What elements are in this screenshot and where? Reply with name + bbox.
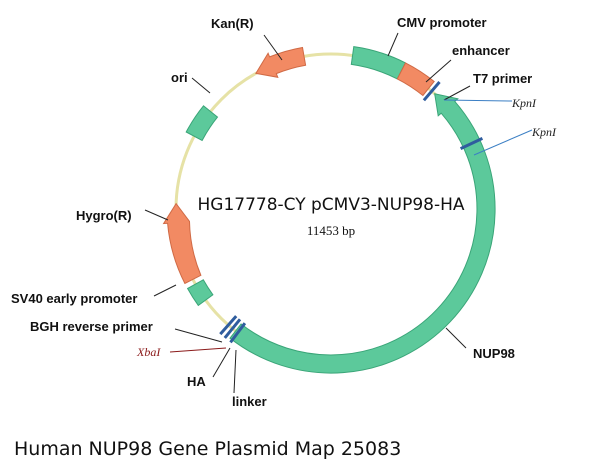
kan-leader	[263, 34, 283, 61]
nup98-label: NUP98	[473, 346, 515, 361]
kpn2-site-marker	[459, 137, 484, 150]
kan-label: Kan(R)	[211, 16, 254, 31]
cmv-leader	[387, 32, 399, 57]
ha-leader	[212, 347, 231, 378]
bgh-label: BGH reverse primer	[30, 319, 153, 334]
linker-label: linker	[232, 394, 267, 409]
plasmid-size: 11453 bp	[307, 223, 355, 238]
leader-lines	[144, 32, 471, 394]
nup98-leader	[445, 327, 467, 349]
sv40-leader	[153, 284, 177, 297]
ha-label: HA	[187, 374, 206, 389]
bgh-primer-marker	[229, 322, 247, 344]
map-caption: Human NUP98 Gene Plasmid Map 25083	[14, 438, 402, 460]
ori-arc	[185, 105, 219, 142]
linker-leader	[233, 349, 237, 394]
cmv-label: CMV promoter	[397, 15, 487, 30]
hygro-label: Hygro(R)	[76, 208, 132, 223]
nup98-arc	[229, 93, 496, 374]
xba-site-label: XbaI	[136, 345, 161, 359]
enhancer-label: enhancer	[452, 43, 510, 58]
cmv-promoter-arc	[350, 46, 407, 80]
enhancer-arc	[396, 62, 435, 97]
kpn2-site-label: KpnI	[531, 125, 557, 139]
kpn1-site-label: KpnI	[511, 96, 537, 110]
sv40-promoter-arc	[186, 279, 214, 307]
enhancer-leader	[425, 59, 452, 83]
sv40-label: SV40 early promoter	[11, 291, 137, 306]
ori-label: ori	[171, 70, 188, 85]
hygro-resistance-arc	[162, 202, 202, 285]
hygro-leader	[144, 209, 169, 221]
plasmid-name: HG17778-CY pCMV3-NUP98-HA	[197, 195, 464, 215]
t7-primer-marker	[422, 81, 441, 102]
site-leaders	[443, 99, 533, 156]
ori-leader	[191, 77, 211, 94]
ha-tag-marker	[223, 318, 242, 339]
kpn2-leader	[473, 129, 533, 156]
kpn1-leader	[443, 99, 513, 102]
kan-resistance-arc	[255, 46, 307, 78]
bgh-leader	[174, 328, 223, 343]
xba-leader	[169, 347, 227, 353]
linker-marker	[219, 315, 238, 336]
t7-leader	[443, 85, 471, 101]
t7-label: T7 primer	[473, 71, 532, 86]
